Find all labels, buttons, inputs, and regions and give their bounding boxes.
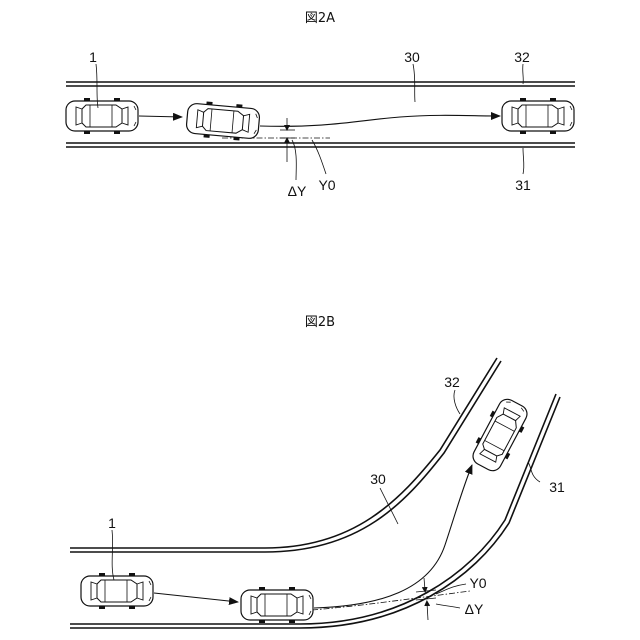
leader-vehicle [112,530,114,580]
trajectory-arrow-2 [314,465,472,608]
figure-2a: 図2A [66,11,575,199]
offset-dimension-curved [416,578,436,620]
vehicle-start [66,98,138,134]
vehicle-end [467,395,533,475]
leader-offset [436,604,460,608]
leader-right-line [523,148,524,174]
label-left-line: 32 [444,374,460,390]
label-lane: 30 [404,49,420,65]
leader-left-line [523,64,524,84]
label-target-line: Y0 [318,177,335,193]
trajectory-arrow-1 [154,593,238,602]
figure-2a-title: 図2A [305,11,335,26]
leader-offset [292,140,296,180]
vehicle-end [502,98,574,134]
label-right-line: 31 [549,479,565,495]
leader-lane [413,64,415,102]
trajectory-arrow-2 [260,115,500,126]
label-lane: 30 [370,471,386,487]
left-lane-line-curved [70,358,501,552]
label-offset: ΔY [288,183,307,199]
vehicle-start [81,573,153,609]
label-vehicle: 1 [108,515,116,531]
figure-2b-title: 図2B [305,315,335,330]
figure-2b: 図2B [70,315,565,628]
label-target-line: Y0 [469,575,486,591]
label-left-line: 32 [514,49,530,65]
vehicle-offset [186,100,261,142]
vehicle-middle [241,587,313,623]
leader-left-line [454,390,460,414]
left-lane-line [66,82,575,86]
label-right-line: 31 [515,177,531,193]
right-lane-line [66,143,575,147]
label-offset: ΔY [465,601,484,617]
offset-dimension [280,118,295,162]
label-vehicle: 1 [89,49,97,65]
trajectory-arrow-1 [139,116,182,117]
leader-target-line [312,140,326,174]
